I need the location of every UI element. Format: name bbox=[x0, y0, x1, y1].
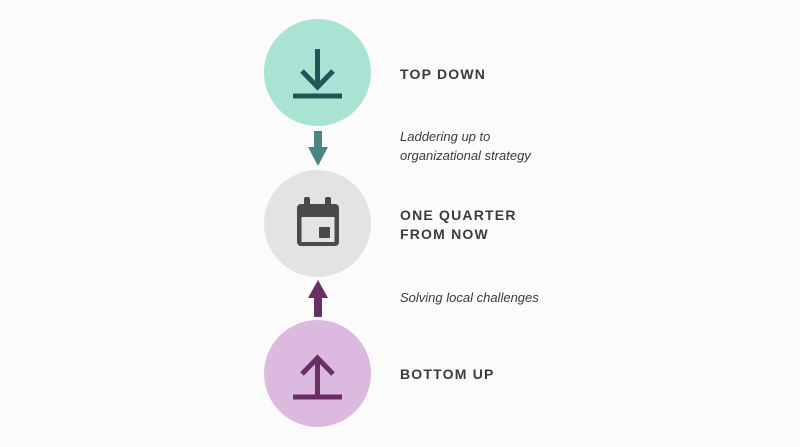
solving-note: Solving local challenges bbox=[400, 290, 539, 305]
bottom-up-heading: BOTTOM UP bbox=[400, 366, 495, 382]
laddering-note: Laddering up to organizational strategy bbox=[400, 127, 531, 165]
up-arrow-connector bbox=[308, 280, 328, 317]
calendar-icon bbox=[297, 197, 339, 246]
download-arrow-icon bbox=[293, 49, 342, 99]
one-quarter-heading: ONE QUARTER FROM NOW bbox=[400, 206, 517, 244]
down-arrow-connector bbox=[308, 131, 328, 166]
upload-arrow-icon bbox=[293, 354, 342, 400]
bottom-up-circle bbox=[264, 320, 371, 427]
one-quarter-circle bbox=[264, 170, 371, 277]
laddering-note-line-2: organizational strategy bbox=[400, 148, 531, 163]
top-down-circle bbox=[264, 19, 371, 126]
one-quarter-heading-line-2: FROM NOW bbox=[400, 226, 489, 242]
top-down-heading: TOP DOWN bbox=[400, 66, 487, 82]
laddering-note-line-1: Laddering up to bbox=[400, 129, 491, 144]
one-quarter-heading-line-1: ONE QUARTER bbox=[400, 207, 517, 223]
